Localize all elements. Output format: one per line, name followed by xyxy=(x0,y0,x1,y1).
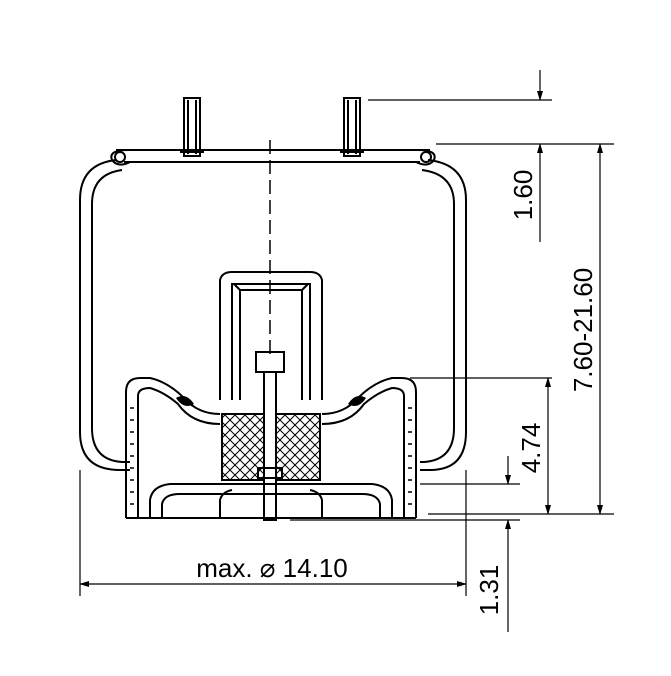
dimension-lines xyxy=(79,70,614,632)
dim-height-range: 7.60-21.60 xyxy=(568,268,598,392)
hatched-block xyxy=(221,413,321,481)
dim-top-offset: 1.60 xyxy=(508,170,538,221)
top-plate xyxy=(110,149,436,166)
dim-diameter: max. ⌀ 14.10 xyxy=(196,553,348,583)
piston xyxy=(125,377,417,519)
bumper xyxy=(219,271,323,400)
piston-seals xyxy=(176,396,366,406)
dim-piston-height: 4.74 xyxy=(516,423,546,474)
piston-side-marks xyxy=(130,407,412,505)
mounting-stud-right xyxy=(340,97,364,157)
mounting-stud-left xyxy=(180,97,204,157)
dim-bottom-offset: 1.31 xyxy=(474,565,504,616)
bellows xyxy=(79,159,467,471)
